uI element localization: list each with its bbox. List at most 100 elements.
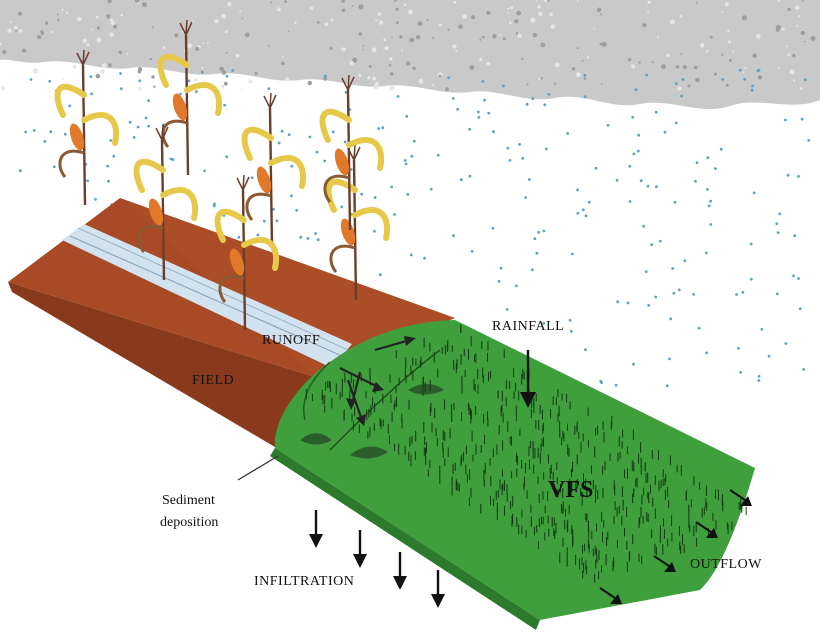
raindrop: [681, 78, 685, 81]
corn-plant: [133, 124, 199, 281]
raindrop: [213, 202, 216, 206]
raindrop: [706, 188, 709, 191]
raindrop: [481, 80, 485, 83]
raindrop: [569, 329, 573, 333]
raindrop: [778, 212, 782, 216]
raindrop: [436, 153, 440, 157]
raindrop: [107, 179, 110, 183]
raindrop: [749, 242, 753, 246]
raindrop: [86, 179, 89, 183]
raindrop: [792, 274, 795, 278]
raindrop: [316, 238, 320, 242]
raindrop: [314, 232, 317, 235]
raindrop: [535, 251, 539, 255]
raindrop: [477, 116, 481, 119]
raindrop: [19, 169, 22, 173]
raindrop: [231, 69, 235, 72]
raindrop: [741, 291, 745, 294]
raindrop: [752, 191, 756, 195]
raindrop: [545, 147, 548, 151]
raindrop: [290, 164, 294, 168]
raindrop: [295, 208, 298, 212]
rainfall-arrow: [520, 350, 536, 408]
raindrop: [599, 379, 603, 383]
raindrop: [49, 130, 53, 134]
raindrop: [349, 168, 353, 171]
raindrop: [459, 178, 463, 182]
raindrop: [793, 234, 797, 238]
infiltration-arrow: [393, 552, 407, 590]
raindrop: [423, 256, 426, 260]
raindrop: [797, 277, 800, 280]
raindrop: [527, 178, 531, 181]
raindrop: [343, 140, 347, 144]
raindrop: [499, 266, 503, 270]
raindrop: [584, 214, 588, 218]
infiltration-arrow: [431, 570, 445, 608]
raindrop: [468, 174, 472, 178]
outflow-arrow: [653, 555, 676, 572]
raindrop: [406, 192, 410, 196]
raindrop: [502, 84, 505, 88]
raindrop: [594, 166, 598, 170]
raindrop: [634, 88, 638, 92]
raindrop: [525, 102, 529, 106]
raindrop: [32, 129, 36, 132]
raindrop: [136, 125, 140, 129]
raindrop: [542, 322, 546, 325]
raindrop: [798, 307, 802, 311]
raindrop: [757, 379, 761, 382]
raindrop: [709, 199, 712, 203]
vegetative-filter-strip: [270, 320, 755, 630]
raindrop: [709, 223, 713, 226]
raindrop: [456, 108, 459, 111]
raindrop: [537, 231, 540, 234]
raindrop: [315, 150, 319, 154]
raindrop: [299, 235, 303, 239]
raindrop: [497, 279, 501, 283]
raindrop: [483, 98, 486, 102]
raindrop: [631, 115, 635, 119]
raindrop: [256, 233, 260, 237]
raindrop: [639, 179, 643, 183]
raindrop: [344, 91, 348, 94]
raindrop: [237, 235, 241, 239]
raindrop: [90, 92, 93, 96]
raindrop: [576, 188, 579, 192]
raindrop: [106, 164, 110, 168]
raindrop: [739, 371, 742, 374]
raindrop: [654, 295, 658, 299]
raindrop: [52, 165, 56, 169]
raindrop: [749, 277, 753, 281]
raindrop: [531, 268, 534, 272]
raindrop: [683, 259, 687, 263]
raindrop: [412, 139, 416, 143]
corn-plant: [214, 174, 280, 331]
raindrop: [786, 173, 790, 177]
raindrop: [112, 154, 116, 158]
raindrop: [109, 139, 113, 142]
raindrop: [492, 130, 495, 134]
raindrop: [669, 317, 673, 321]
raindrop: [655, 185, 658, 189]
raindrop: [451, 97, 455, 100]
raindrop: [654, 110, 658, 114]
raindrop: [470, 249, 474, 253]
raindrop: [323, 74, 327, 78]
outflow-arrow: [695, 521, 718, 538]
raindrop: [646, 184, 650, 188]
raindrop: [737, 346, 740, 350]
sediment-label-line1: Sediment: [162, 493, 215, 508]
raindrop: [616, 300, 620, 304]
raindrop: [373, 229, 376, 233]
raindrop: [743, 77, 747, 81]
raindrop: [169, 157, 173, 161]
raindrop: [128, 120, 132, 124]
raindrop: [632, 362, 635, 366]
raindrop: [277, 141, 281, 145]
outflow-arrow: [729, 489, 752, 506]
raindrop: [195, 90, 198, 94]
raindrop: [225, 74, 229, 78]
raindrop: [373, 196, 377, 199]
raindrop: [647, 304, 651, 307]
